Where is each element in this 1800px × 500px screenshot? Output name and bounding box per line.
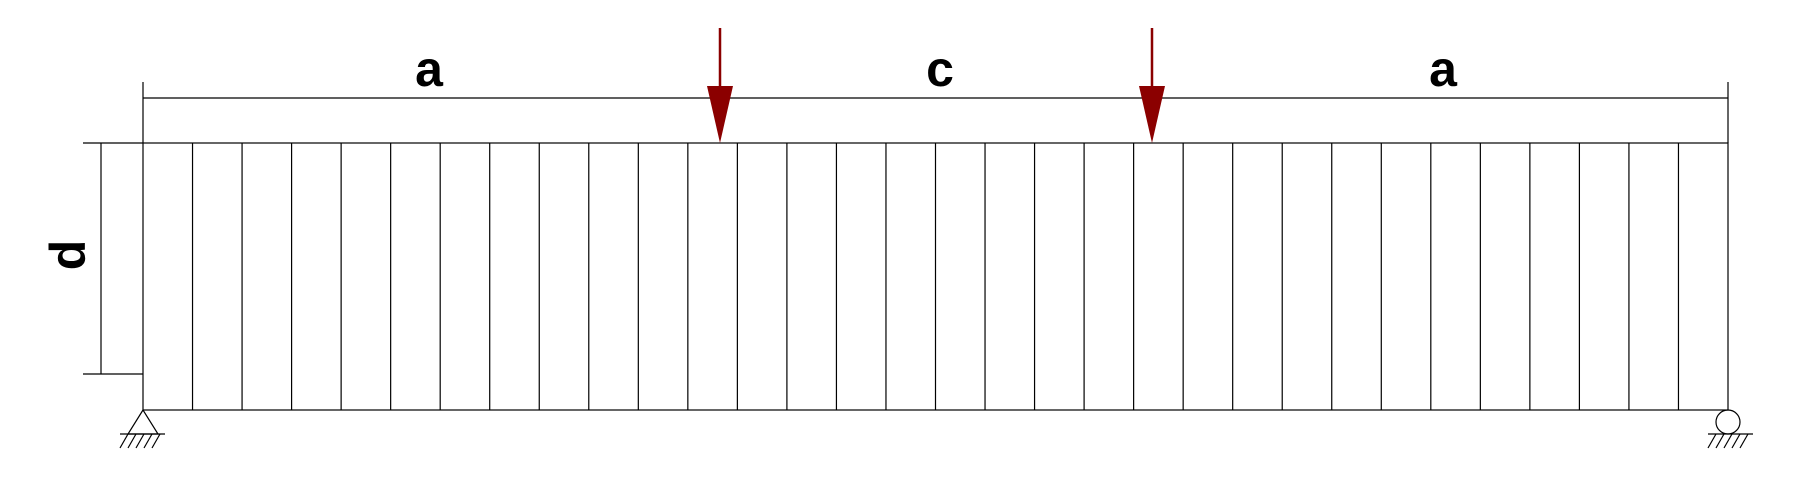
point-load-arrow-icon xyxy=(707,86,733,143)
point-load-right xyxy=(1139,28,1165,143)
point-load-left xyxy=(707,28,733,143)
roller-support-icon xyxy=(1707,409,1753,449)
span-left-label: a xyxy=(415,41,444,97)
depth-dimension xyxy=(83,142,143,375)
stirrups xyxy=(191,143,1680,410)
depth-label: d xyxy=(40,240,96,271)
span-right-label: a xyxy=(1429,41,1458,97)
pin-support-icon xyxy=(119,408,165,449)
point-load-arrow-icon xyxy=(1139,86,1165,143)
span-center-label: c xyxy=(926,41,954,97)
span-dimension xyxy=(142,82,1729,143)
